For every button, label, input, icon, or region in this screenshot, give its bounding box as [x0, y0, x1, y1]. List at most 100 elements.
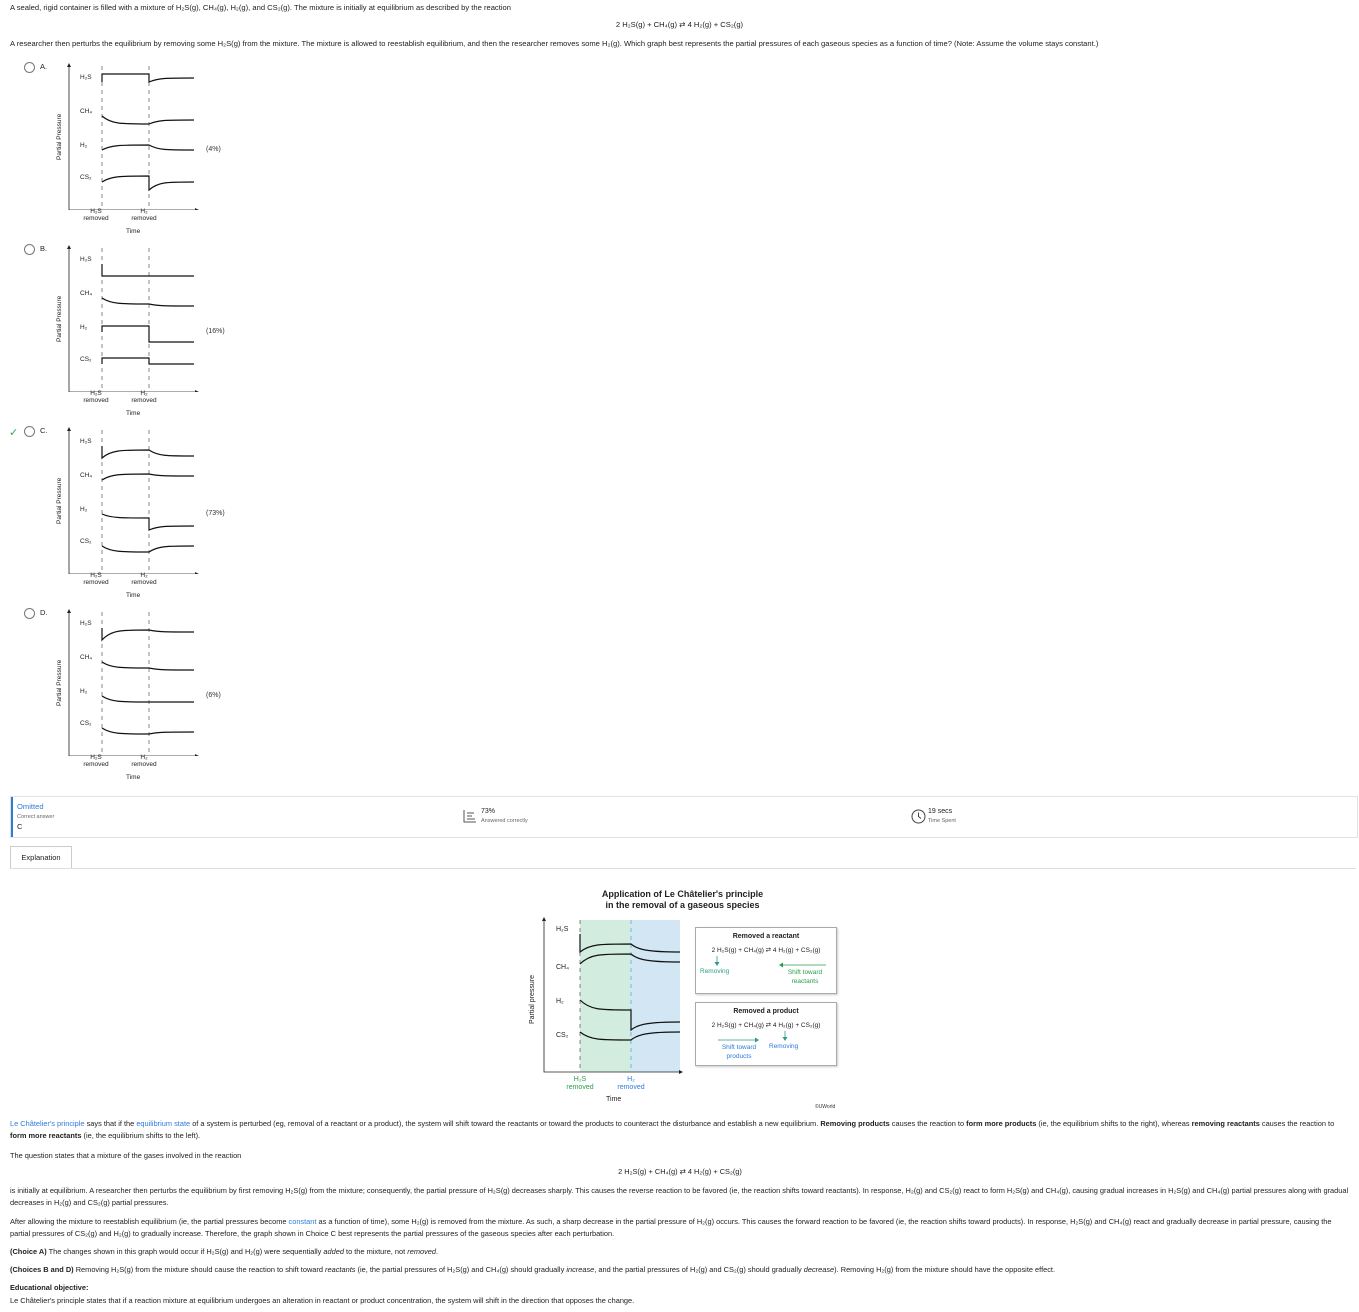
curve-ch4 — [101, 115, 195, 125]
p1-text-f: (ie, the equilibrium shifts to the left)… — [81, 1131, 201, 1140]
p4-text-b: as a function of time), some H₂(g) is re… — [10, 1217, 1332, 1238]
removed-product-box: Removed a product 2 H₂S(g) + CH₄(g) ⇄ 4 … — [695, 1002, 837, 1066]
choices-bd-label: (Choices B and D) — [10, 1265, 74, 1274]
question-reaction: 2 H₂S(g) + CH₄(g) ⇄ 4 H₂(g) + CS₂(g) — [615, 20, 744, 29]
radio-b[interactable] — [24, 244, 35, 255]
choices-bd-italic-2: increase — [566, 1265, 595, 1274]
box1-equation: 2 H₂S(g) + CH₄(g) ⇄ 4 H₂(g) + CS₂(g) — [711, 947, 821, 954]
species-label-ch4: CH₄ — [80, 290, 93, 297]
event-action: removed — [131, 761, 157, 768]
p1-bold-3: removing reactants — [1191, 1119, 1260, 1128]
p1-text-a: says that if the — [84, 1119, 137, 1128]
question-intro: A sealed, rigid container is filled with… — [10, 3, 511, 12]
species-label-ch4: CH₄ — [80, 108, 93, 115]
curve-h2s — [101, 628, 195, 642]
explanation-choice-a: (Choice A) The changes shown in this gra… — [10, 1246, 1350, 1258]
p1-bold-4: form more reactants — [10, 1131, 82, 1140]
option-d-graph — [67, 609, 199, 756]
uworld-logo: ©UWorld — [815, 1104, 836, 1110]
event-action: removed — [131, 579, 157, 586]
axes — [68, 612, 196, 756]
choice-a-text-c: . — [436, 1247, 439, 1256]
tab-divider — [10, 868, 1356, 869]
axes — [68, 430, 196, 574]
figure-species-h2s: H₂S — [556, 926, 569, 933]
radio-a[interactable] — [24, 62, 35, 73]
stats-icon — [463, 809, 477, 825]
explanation-paragraph-3: is initially at equilibrium. A researche… — [10, 1186, 1349, 1207]
choice-a-italic-2: removed — [407, 1247, 437, 1256]
status-accent — [11, 797, 13, 837]
axes — [68, 66, 196, 210]
curve-ch4 — [101, 297, 195, 307]
educational-objective-label: Educational objective: — [10, 1283, 89, 1292]
box2-removing: Removing — [769, 1043, 799, 1050]
axes — [68, 248, 196, 392]
box1-title: Removed a reactant — [732, 933, 800, 940]
figure-curve-cs2 — [579, 1031, 681, 1041]
equilibrium-state-link[interactable]: equilibrium state — [136, 1119, 191, 1128]
curve-ch4 — [101, 661, 195, 671]
x-axis-label: Time — [126, 228, 141, 235]
choices-bd-italic-1: reactants — [325, 1265, 356, 1274]
event-species: H₂ — [140, 754, 148, 761]
radio-c[interactable] — [24, 426, 35, 437]
figure-species-ch4: CH₄ — [556, 964, 569, 971]
explanation-paragraph-4: After allowing the mixture to reestablis… — [10, 1216, 1350, 1240]
option-b-letter: B. — [40, 244, 48, 253]
radio-d[interactable] — [24, 608, 35, 619]
curve-h2s — [101, 264, 194, 277]
removed-reactant-box: Removed a reactant 2 H₂S(g) + CH₄(g) ⇄ 4… — [695, 927, 837, 994]
curve-cs2 — [101, 357, 194, 365]
le-chatelier-link[interactable]: Le Châtelier's principle — [10, 1119, 85, 1128]
p1-bold-1: Removing products — [820, 1119, 890, 1128]
choice-a-label: (Choice A) — [10, 1247, 47, 1256]
event-species: H₂S — [90, 390, 102, 397]
curve-cs2 — [101, 727, 195, 735]
box1-removing: Removing — [700, 968, 730, 975]
p1-text-e: causes the reaction to — [1259, 1119, 1335, 1128]
box2-title: Removed a product — [733, 1008, 799, 1015]
event-species: H₂S — [90, 572, 102, 579]
event-action: removed — [83, 215, 109, 222]
figure-y-axis-label: Partial pressure — [529, 974, 536, 1024]
figure-title-line2: in the removal of a gaseous species — [605, 900, 760, 910]
curve-h2 — [101, 144, 195, 151]
percent-correct: 73% — [481, 808, 496, 815]
box2-equation: 2 H₂S(g) + CH₄(g) ⇄ 4 H₂(g) + CS₂(g) — [711, 1022, 821, 1029]
curve-h2s — [101, 446, 195, 460]
species-label-h2: H₂ — [80, 142, 88, 149]
curve-h2 — [101, 695, 194, 703]
figure-event-species: H₂S — [573, 1076, 587, 1083]
explanation-reaction: 2 H₂S(g) + CH₄(g) ⇄ 4 H₂(g) + CS₂(g) — [618, 1167, 742, 1176]
constant-link[interactable]: constant — [288, 1217, 317, 1226]
option-a-percent: (4%) — [206, 146, 221, 153]
event-species: H₂ — [140, 390, 148, 397]
explanation-paragraph-2: The question states that a mixture of th… — [10, 1151, 242, 1160]
figure-title-line1: Application of Le Châtelier's principle — [601, 889, 764, 899]
species-label-h2: H₂ — [80, 688, 88, 695]
x-axis-label: Time — [126, 592, 141, 599]
curve-h2s — [101, 73, 195, 83]
curve-cs2 — [101, 545, 195, 553]
figure-graph — [542, 917, 683, 1074]
option-d-letter: D. — [40, 608, 48, 617]
blue-region — [631, 920, 680, 1072]
y-axis-label: Partial Pressure — [56, 477, 63, 524]
tab-explanation[interactable]: Explanation — [10, 846, 72, 869]
option-c-graph — [67, 427, 199, 574]
choices-bd-text-a: Removing H₂S(g) from the mixture should … — [73, 1265, 326, 1274]
figure-x-axis-label: Time — [606, 1096, 622, 1103]
event-action: removed — [83, 397, 109, 404]
box2-shift-line1: Shift toward — [721, 1044, 757, 1051]
explanation-paragraph-1: Le Châtelier's principle says that if th… — [10, 1118, 1350, 1142]
